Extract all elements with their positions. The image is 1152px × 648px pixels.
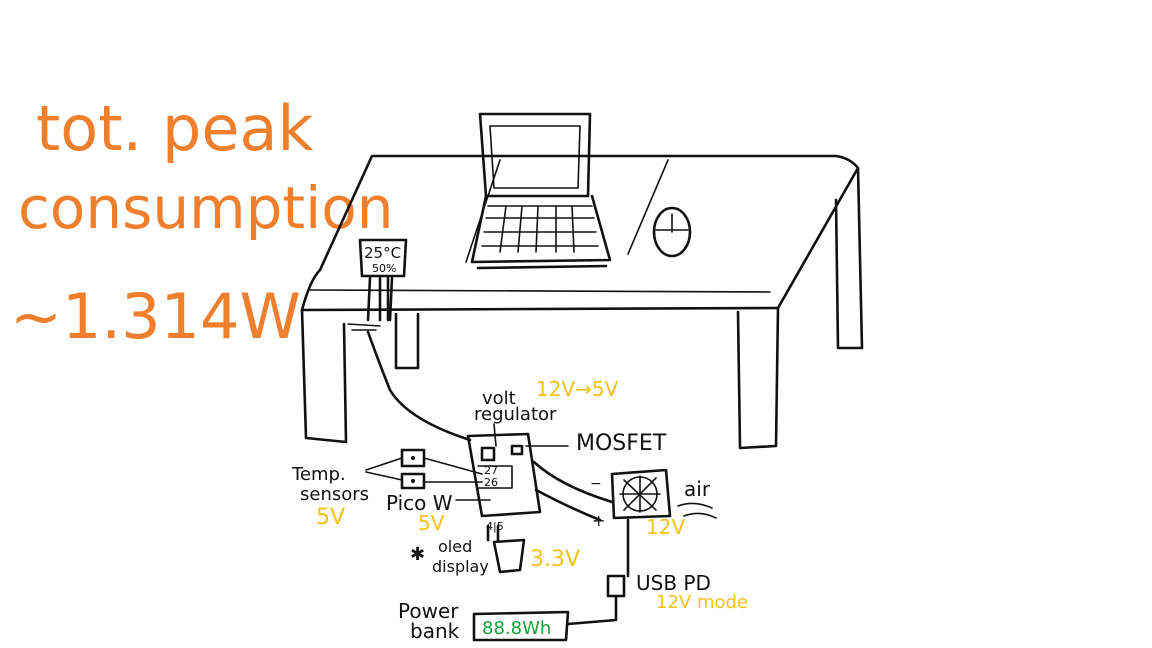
power-bank-label-1: Power [398, 599, 459, 623]
headline-line3: ~1.314W [10, 280, 301, 353]
power-bank-capacity: 88.8Wh [482, 618, 551, 639]
mouse-icon [652, 206, 692, 258]
pico-spec: 5V [418, 511, 445, 535]
usb-pd-spec: 12V mode [656, 592, 748, 613]
usb-pd-trigger-icon [606, 574, 626, 598]
headline-line1: tot. peak [36, 92, 313, 165]
power-bank-label-2: bank [410, 619, 460, 643]
pico-screen-line1: 27 [484, 464, 498, 477]
laptop-icon [470, 112, 612, 270]
volt-regulator-label-1: volt [482, 388, 516, 409]
mosfet-label: MOSFET [576, 431, 667, 456]
headline-line2: consumption [18, 174, 394, 242]
fan-spec: 12V [646, 515, 685, 539]
sensor-cable [366, 330, 472, 442]
mosfet-chip [510, 444, 524, 456]
mosfet-to-fan-wire [532, 460, 614, 504]
temp-sensor-boxes [400, 448, 426, 490]
temp-sensors-label-1: Temp. [291, 464, 346, 485]
oled-display-icon [492, 538, 526, 574]
volt-regulator-chip [480, 446, 496, 462]
pico-board: 27 26 4|5 [466, 432, 542, 533]
oled-label-1: oled [438, 537, 472, 556]
temp-sensor-wires [365, 457, 483, 483]
power-bank: 88.8Wh [472, 610, 570, 642]
oled-label-2: display [432, 557, 489, 576]
air-flow-marks [677, 502, 717, 519]
volt-regulator-spec: 12V→5V [536, 377, 619, 401]
oled-wires [486, 524, 500, 542]
fan-icon [610, 468, 672, 520]
thermometer-device: 25°C 50% [347, 238, 408, 331]
fan-minus: − [590, 476, 602, 492]
fan-air-label: air [684, 477, 711, 501]
pico-screen-line2: 26 [484, 476, 498, 489]
temp-sensors-label-2: sensors [300, 484, 369, 505]
board-to-fan-wire [534, 488, 602, 522]
desk-drawing [300, 154, 864, 450]
oled-marker: ✱ [410, 544, 425, 565]
thermometer-humidity: 50% [372, 262, 396, 275]
usbpd-to-powerbank-wire [566, 594, 618, 626]
usb-pd-label: USB PD [636, 571, 711, 595]
headline: tot. peak consumption ~1.314W [10, 92, 394, 353]
thermometer-temp: 25°C [364, 244, 401, 262]
temp-sensors-spec: 5V [316, 505, 345, 530]
pico-label: Pico W [386, 491, 453, 515]
volt-regulator-label-2: regulator [474, 404, 557, 425]
oled-spec: 3.3V [530, 547, 580, 572]
fan-plus: + [592, 511, 605, 530]
